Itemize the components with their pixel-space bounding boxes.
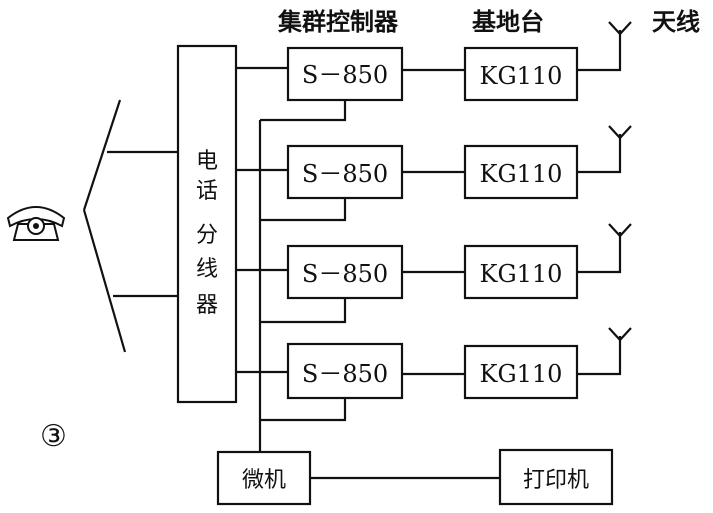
computer: 微机 bbox=[216, 450, 312, 506]
computer-label: 微机 bbox=[242, 468, 286, 493]
antenna-icon bbox=[608, 223, 632, 238]
base-station-label: KG110 bbox=[480, 62, 563, 90]
channel-row: S－850 KG110 bbox=[236, 223, 632, 324]
header-controller: 集群控制器 bbox=[277, 8, 399, 36]
telephone-icon bbox=[6, 206, 66, 241]
header-base-station: 基地台 bbox=[472, 8, 544, 36]
base-station-label: KG110 bbox=[480, 160, 563, 188]
controller-label: S－850 bbox=[302, 360, 388, 388]
splitter-char: 器 bbox=[196, 293, 218, 318]
telephone-lines bbox=[82, 99, 178, 353]
splitter-char: 话 bbox=[196, 179, 218, 204]
printer: 打印机 bbox=[498, 448, 614, 506]
base-station-label: KG110 bbox=[480, 260, 563, 288]
controller-label: S－850 bbox=[302, 160, 388, 188]
splitter-char: 电 bbox=[196, 149, 218, 174]
telephone-splitter: 电 话 分 线 器 bbox=[176, 44, 238, 404]
channel-row: S－850 KG110 bbox=[236, 327, 632, 422]
channel-row: S－850 KG110 bbox=[236, 21, 632, 122]
antenna-icon bbox=[608, 327, 632, 342]
figure-number: ③ bbox=[40, 419, 67, 454]
antenna-icon bbox=[608, 21, 632, 36]
header-antenna: 天线 bbox=[652, 8, 700, 36]
controller-label: S－850 bbox=[302, 61, 388, 89]
channel-row: S－850 KG110 bbox=[236, 125, 632, 222]
controller-label: S－850 bbox=[302, 260, 388, 288]
antenna-icon bbox=[608, 125, 632, 140]
splitter-char: 线 bbox=[196, 257, 218, 282]
printer-label: 打印机 bbox=[523, 468, 589, 493]
base-station-label: KG110 bbox=[480, 360, 563, 388]
splitter-char: 分 bbox=[196, 223, 218, 248]
